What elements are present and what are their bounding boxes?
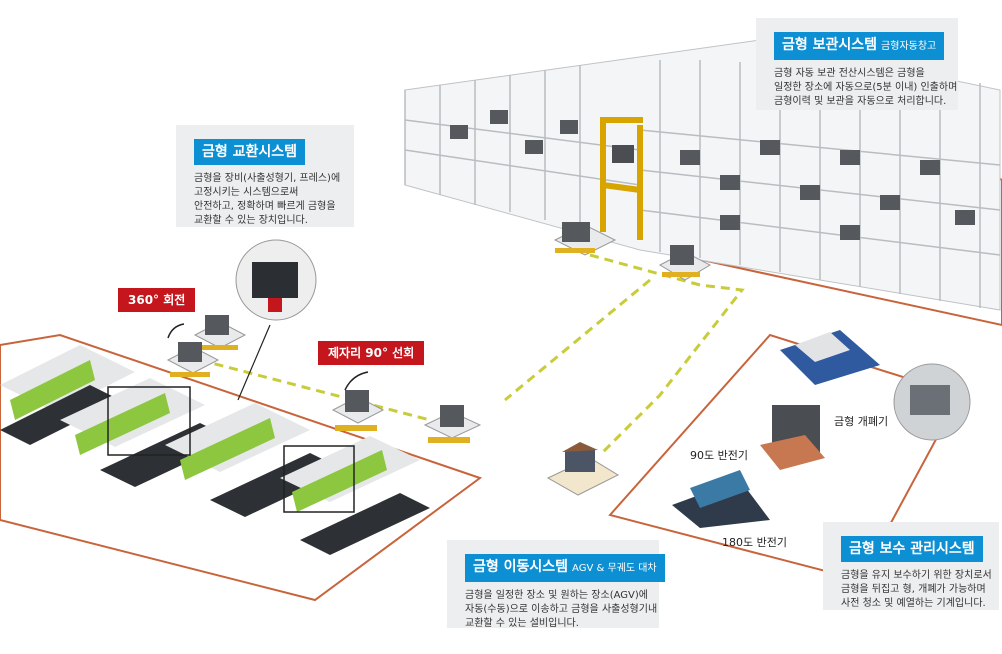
agv-cart	[553, 222, 617, 256]
turn-90-tag: 제자리 90° 선회	[318, 341, 425, 365]
exchange-cart	[193, 315, 247, 350]
exchange-highlight-box	[283, 445, 355, 513]
exchange-system-title: 금형 교환시스템	[194, 139, 306, 165]
rotation-arrow-icon	[167, 323, 185, 339]
injection-zone-outline	[0, 333, 483, 602]
exchange-cart	[331, 390, 385, 431]
flip90-machine	[760, 405, 825, 470]
exchange-highlight-box	[107, 386, 191, 456]
mold-opener-label: 금형 개폐기	[834, 415, 889, 428]
rotate-360-tag: 360° 회전	[118, 288, 196, 312]
injection-machine	[0, 345, 135, 445]
exchange-cart	[423, 405, 482, 443]
mold-opener-machine	[780, 330, 880, 385]
flip180-machine	[672, 470, 770, 528]
injection-machine	[280, 436, 430, 555]
transfer-cart	[546, 442, 620, 496]
rotation-arrow-icon	[344, 371, 369, 391]
exchange-cart	[166, 342, 220, 377]
flip90-label: 90도 반전기	[690, 449, 748, 462]
maintenance-system-title: 금형 보수 관리시스템	[841, 536, 983, 562]
flip180-label: 180도 반전기	[722, 536, 787, 549]
agv-cart	[658, 245, 712, 281]
